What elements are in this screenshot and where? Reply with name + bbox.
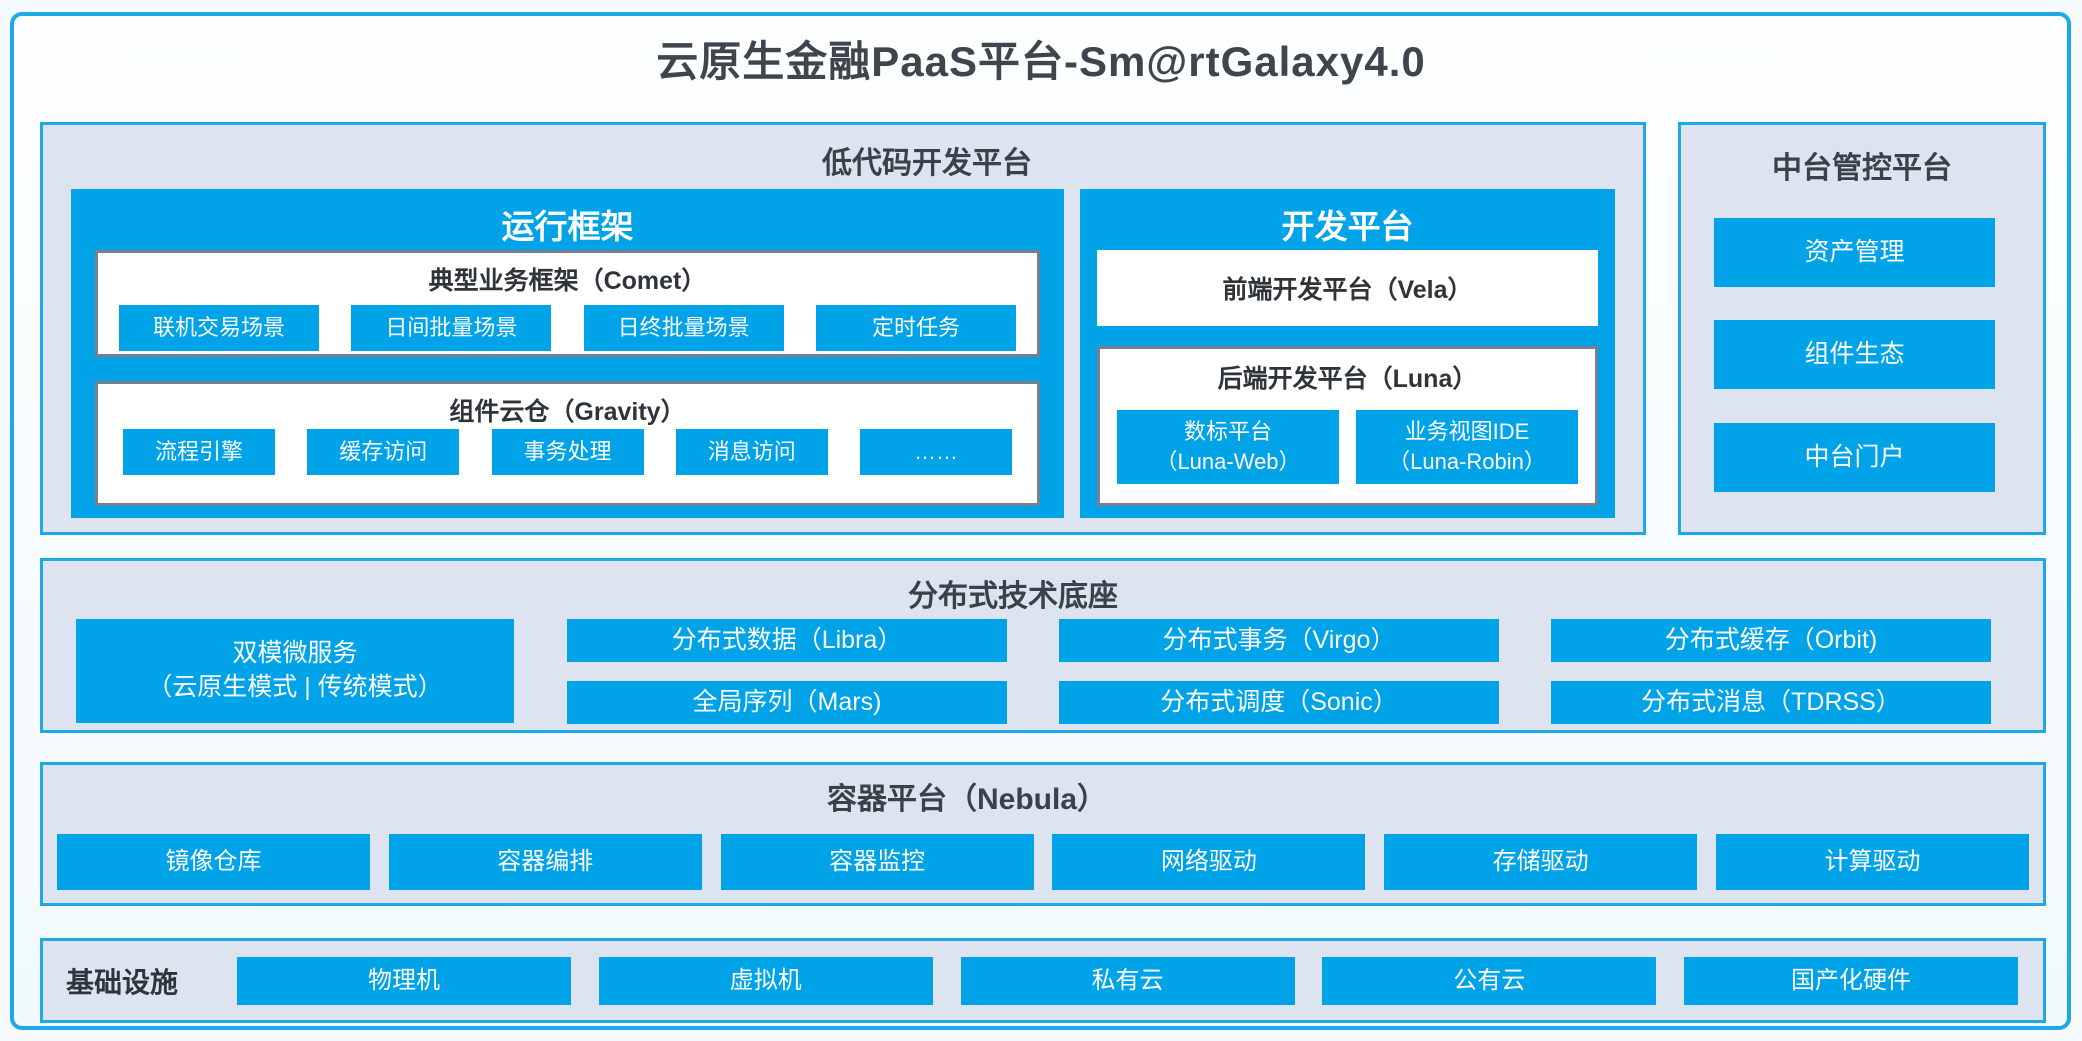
mid-platform-title: 中台管控平台 (1772, 152, 1952, 185)
container-platform-title: 容器平台（Nebula） (826, 783, 1108, 816)
chip-container-orchestration: 容器编排 (388, 834, 702, 890)
dual-mode-line1: 双模微服务 (232, 639, 358, 668)
chip-component-ecosystem: 组件生态 (1714, 320, 1995, 389)
chip-public-cloud: 公有云 (1322, 957, 1657, 1005)
chip-message-access: 消息访问 (675, 429, 828, 475)
infrastructure-panel: 基础设施 物理机 虚拟机 私有云 公有云 国产化硬件 (40, 938, 2046, 1023)
gravity-chip-row: 流程引擎 缓存访问 事务处理 消息访问 …… (98, 429, 1037, 475)
chip-domestic-hardware: 国产化硬件 (1684, 957, 2018, 1005)
chip-virtual-machine: 虚拟机 (598, 957, 933, 1005)
chip-luna-web-line1: 数标平台 (1183, 419, 1272, 445)
chip-distributed-data-libra: 分布式数据（Libra） (567, 619, 1007, 662)
runtime-framework-title: 运行框架 (501, 208, 634, 245)
infrastructure-title: 基础设施 (66, 966, 179, 998)
chip-compute-driver: 计算驱动 (1715, 834, 2029, 890)
chip-luna-web-line2: （Luna-Web） (1155, 449, 1301, 474)
chip-asset-management: 资产管理 (1714, 218, 1995, 287)
lowcode-platform-title: 低代码开发平台 (822, 147, 1032, 180)
chip-cache-access: 缓存访问 (307, 429, 460, 475)
chip-online-transaction-scenario: 联机交易场景 (119, 305, 319, 351)
runtime-framework-box: 运行框架 典型业务框架（Comet） 联机交易场景 日间批量场景 日终批量场景 … (71, 189, 1064, 518)
vela-frontend-label: 前端开发平台（Vela） (1222, 276, 1473, 304)
nebula-chip-row: 镜像仓库 容器编排 容器监控 网络驱动 存储驱动 计算驱动 (43, 834, 2043, 890)
chip-container-monitoring: 容器监控 (720, 834, 1034, 890)
chip-process-engine: 流程引擎 (123, 429, 275, 475)
dev-platform-title: 开发平台 (1281, 208, 1414, 245)
mid-platform-panel: 中台管控平台 资产管理 组件生态 中台门户 (1678, 122, 2046, 535)
chip-eod-batch-scenario: 日终批量场景 (583, 305, 784, 351)
chip-global-sequence-mars: 全局序列（Mars) (567, 681, 1007, 724)
distributed-base-panel: 分布式技术底座 双模微服务 （云原生模式 | 传统模式） 分布式数据（Libra… (40, 558, 2046, 733)
chip-distributed-transaction-virgo: 分布式事务（Virgo） (1059, 619, 1499, 662)
chip-storage-driver: 存储驱动 (1384, 834, 1698, 890)
chip-distributed-scheduling-sonic: 分布式调度（Sonic） (1059, 681, 1499, 724)
comet-framework-title: 典型业务框架（Comet） (428, 267, 707, 295)
luna-backend-title: 后端开发平台（Luna） (1217, 365, 1478, 393)
page-title: 云原生金融PaaS平台-Sm@rtGalaxy4.0 (656, 38, 1426, 85)
chip-ellipsis: …… (860, 429, 1012, 475)
chip-dual-mode-microservices: 双模微服务 （云原生模式 | 传统模式） (76, 619, 514, 723)
chip-luna-robin: 业务视图IDE （Luna-Robin） (1356, 410, 1578, 484)
chip-transaction-processing: 事务处理 (491, 429, 644, 475)
chip-physical-machine: 物理机 (237, 957, 571, 1005)
comet-framework-box: 典型业务框架（Comet） 联机交易场景 日间批量场景 日终批量场景 定时任务 (95, 250, 1040, 357)
distributed-base-title: 分布式技术底座 (908, 580, 1118, 613)
chip-daytime-batch-scenario: 日间批量场景 (351, 305, 552, 351)
vela-frontend-box: 前端开发平台（Vela） (1097, 250, 1598, 326)
chip-network-driver: 网络驱动 (1052, 834, 1366, 890)
chip-luna-web: 数标平台 （Luna-Web） (1117, 410, 1339, 484)
chip-luna-robin-line1: 业务视图IDE (1404, 419, 1530, 445)
luna-backend-box: 后端开发平台（Luna） 数标平台 （Luna-Web） 业务视图IDE （Lu… (1097, 346, 1598, 506)
chip-distributed-cache-orbit: 分布式缓存（Orbit) (1551, 619, 1991, 662)
chip-image-registry: 镜像仓库 (57, 834, 370, 890)
chip-mid-platform-portal: 中台门户 (1714, 423, 1995, 492)
chip-private-cloud: 私有云 (960, 957, 1295, 1005)
dev-platform-box: 开发平台 前端开发平台（Vela） 后端开发平台（Luna） 数标平台 （Lun… (1080, 189, 1615, 518)
chip-scheduled-tasks: 定时任务 (815, 305, 1016, 351)
chip-luna-robin-line2: （Luna-Robin） (1388, 449, 1546, 474)
comet-chip-row: 联机交易场景 日间批量场景 日终批量场景 定时任务 (98, 305, 1037, 351)
gravity-component-title: 组件云仓（Gravity） (449, 398, 686, 426)
luna-chip-row: 数标平台 （Luna-Web） 业务视图IDE （Luna-Robin） (1100, 410, 1595, 484)
container-platform-panel: 容器平台（Nebula） 镜像仓库 容器编排 容器监控 网络驱动 存储驱动 计算… (40, 762, 2046, 906)
lowcode-platform-panel: 低代码开发平台 运行框架 典型业务框架（Comet） 联机交易场景 日间批量场景… (40, 122, 1646, 535)
gravity-component-box: 组件云仓（Gravity） 流程引擎 缓存访问 事务处理 消息访问 …… (95, 381, 1040, 506)
dual-mode-line2: （云原生模式 | 传统模式） (147, 673, 443, 701)
chip-distributed-messaging-tdrss: 分布式消息（TDRSS） (1551, 681, 1991, 724)
infrastructure-chip-row: 物理机 虚拟机 私有云 公有云 国产化硬件 (237, 957, 2018, 1005)
